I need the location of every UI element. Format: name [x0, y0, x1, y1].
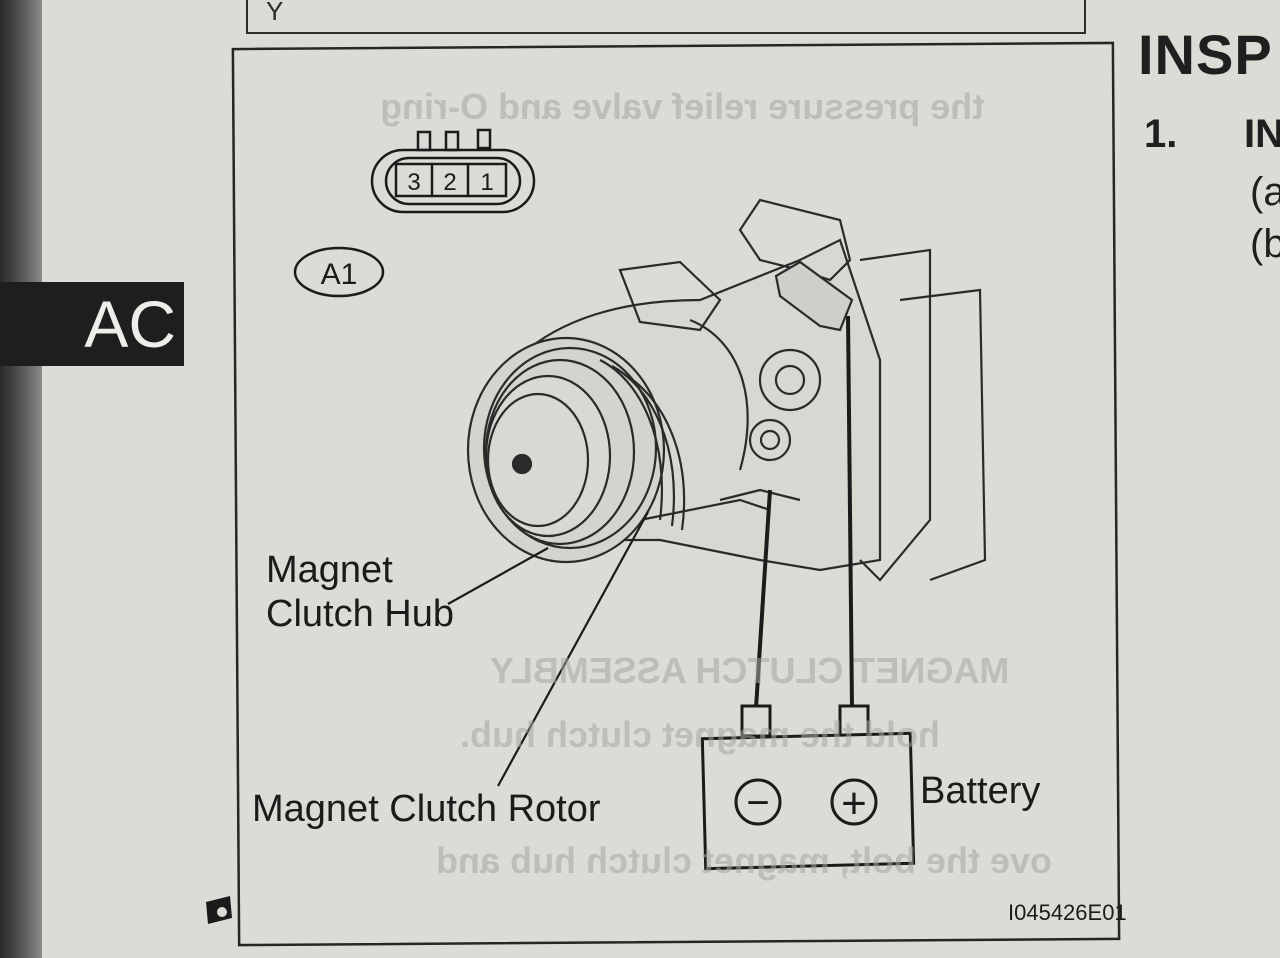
connector-label-oval — [293, 246, 385, 298]
battery-positive-symbol: + — [841, 779, 867, 828]
battery-wires — [754, 315, 854, 709]
section-heading: INSP — [1138, 23, 1273, 86]
step-number: 1. — [1144, 112, 1178, 156]
substep-a: (a — [1250, 170, 1280, 214]
battery-label: Battery — [920, 770, 1041, 812]
connector-pin-1: 1 — [480, 169, 493, 196]
connector-pin-3: 3 — [407, 169, 420, 196]
diagram-border — [231, 41, 1121, 947]
magnet-clutch-rotor-label: Magnet Clutch Rotor — [252, 788, 601, 830]
connector-label: A1 — [321, 258, 358, 291]
bleed-through-text: MAGNET CLUTCH ASSEMBLY — [490, 650, 1010, 691]
bleed-through-text: the pressure relief valve and O-ring — [380, 86, 985, 127]
battery-negative-symbol: − — [746, 781, 769, 825]
battery-icon — [700, 704, 916, 871]
previous-figure-text: Y — [266, 0, 284, 26]
figure-id: I045426E01 — [1008, 900, 1127, 925]
book-binding-edge — [0, 0, 42, 958]
bleed-through-text: ove the bolt, magnet clutch hub and — [436, 840, 1053, 881]
page-marker-icon — [206, 896, 232, 924]
step-text: IN — [1244, 112, 1280, 156]
magnet-clutch-hub-label: Magnet Clutch Hub — [266, 549, 454, 635]
connector-icon — [370, 128, 536, 214]
previous-figure-frame: Y — [246, 0, 1086, 34]
leader-lines — [447, 511, 649, 787]
bleed-through-text: hold the magnet clutch hub. — [460, 714, 940, 755]
compressor-illustration — [466, 198, 987, 582]
substep-b: (b — [1250, 222, 1280, 266]
connector-pin-2: 2 — [443, 169, 456, 196]
section-tab: AC — [0, 282, 184, 366]
